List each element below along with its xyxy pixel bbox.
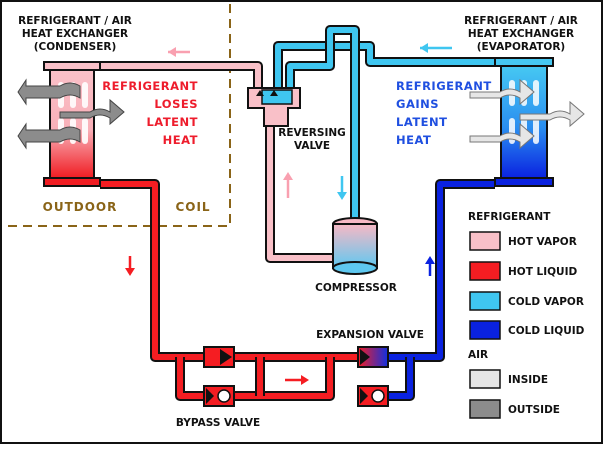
condenser-label-2: HEAT EXCHANGER — [22, 28, 128, 40]
loses-label-4: HEAT — [163, 133, 198, 147]
loses-label-2: LOSES — [154, 97, 198, 111]
legend-label-cold-vapor: COLD VAPOR — [508, 296, 584, 308]
expansion-valve — [357, 346, 389, 368]
legend-label-outside: OUTSIDE — [508, 404, 560, 416]
inside-air-arrows — [469, 78, 585, 150]
legend-swatch-cold-liquid — [469, 320, 501, 340]
pipe-hot-vapor-top — [100, 63, 261, 92]
legend-swatch-hot-liquid — [469, 261, 501, 281]
legend-swatch-outside — [469, 399, 501, 419]
legend: REFRIGERANT HOT VAPOR HOT LIQUID COLD VA… — [468, 211, 585, 419]
legend-swatch-cold-vapor — [469, 291, 501, 311]
compressor — [332, 217, 378, 275]
outdoor-label: OUTDOOR — [43, 200, 118, 214]
pipe-hot-vapor-down — [267, 120, 338, 261]
legend-swatch-inside — [469, 369, 501, 389]
check-valve-cold — [357, 385, 389, 407]
check-valve-hot — [203, 346, 235, 368]
expansion-valve-label: EXPANSION VALVE — [316, 329, 424, 341]
evaporator-coil — [494, 57, 554, 187]
pipe-cold-liquid-loop — [385, 357, 413, 399]
gains-label-3: LATENT — [396, 115, 448, 129]
coil-label: COIL — [175, 200, 210, 214]
legend-label-inside: INSIDE — [508, 374, 548, 386]
legend-label-cold-liquid: COLD LIQUID — [508, 325, 585, 337]
compressor-label: COMPRESSOR — [315, 282, 397, 294]
outside-air-arrows — [17, 78, 125, 150]
loses-label-3: LATENT — [146, 115, 198, 129]
pipe-cold-vapor — [275, 43, 495, 92]
loses-label-1: REFRIGERANT — [102, 79, 198, 93]
condenser-label-1: REFRIGERANT / AIR — [18, 15, 132, 27]
gains-label-4: HEAT — [396, 133, 431, 147]
condenser-coil — [43, 61, 101, 187]
legend-label-hot-vapor: HOT VAPOR — [508, 236, 577, 248]
reversing-valve — [247, 87, 301, 127]
condenser-label-3: (CONDENSER) — [34, 41, 117, 53]
gains-label-2: GAINS — [396, 97, 439, 111]
legend-label-hot-liquid: HOT LIQUID — [508, 266, 577, 278]
reversing-valve-label-2: VALVE — [294, 140, 330, 152]
pipe-cold-vapor-2 — [287, 27, 358, 220]
reversing-valve-label-1: REVERSING — [278, 127, 346, 139]
legend-refrigerant-title: REFRIGERANT — [468, 211, 551, 223]
legend-air-title: AIR — [468, 349, 488, 361]
evaporator-label-2: HEAT EXCHANGER — [468, 28, 574, 40]
evaporator-label-3: (EVAPORATOR) — [477, 41, 566, 53]
gains-label-1: REFRIGERANT — [396, 79, 492, 93]
bypass-valve-label: BYPASS VALVE — [176, 417, 260, 429]
bypass-valve — [203, 385, 235, 407]
legend-swatch-hot-vapor — [469, 231, 501, 251]
evaporator-label-1: REFRIGERANT / AIR — [464, 15, 578, 27]
